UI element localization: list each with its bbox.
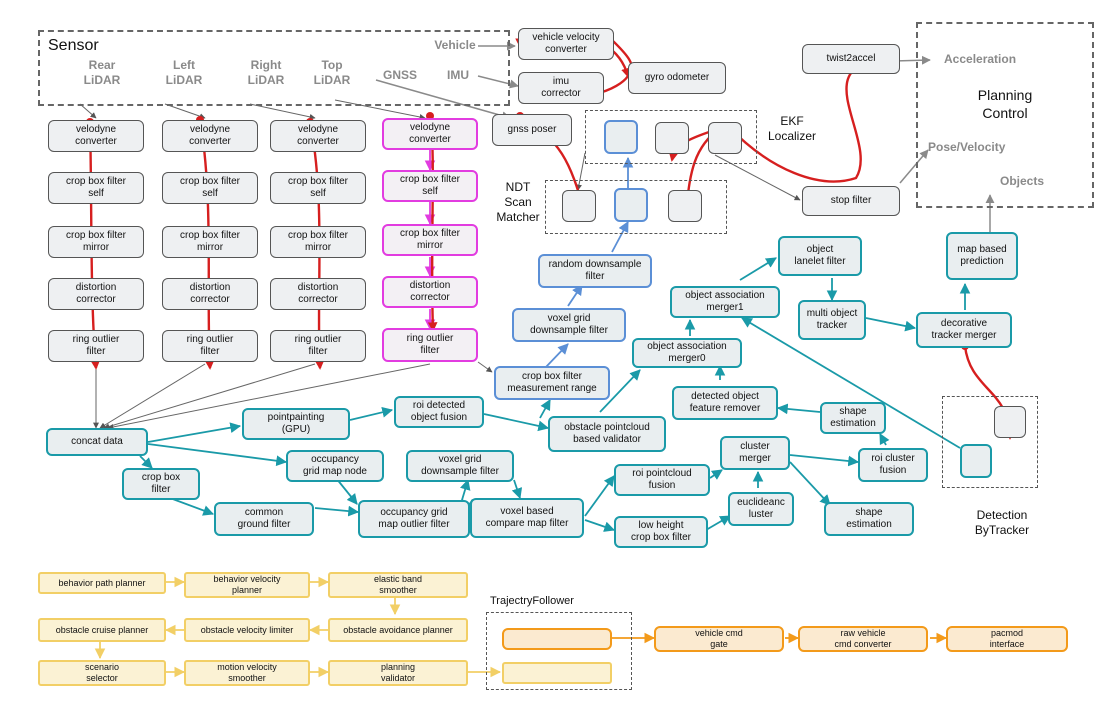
rear-distortion-corrector[interactable]: distortion corrector bbox=[48, 278, 144, 310]
ndt-node-1[interactable] bbox=[562, 190, 596, 222]
detection-group bbox=[942, 396, 1038, 488]
behavior-path-planner[interactable]: behavior path planner bbox=[38, 572, 166, 594]
behavior-velocity-planner[interactable]: behavior velocity planner bbox=[184, 572, 310, 598]
imu-label: IMU bbox=[447, 68, 469, 82]
map-based-prediction[interactable]: map based prediction bbox=[946, 232, 1018, 280]
ekf-node-3[interactable] bbox=[708, 122, 742, 154]
top-crop-box-mirror[interactable]: crop box filter mirror bbox=[382, 224, 478, 256]
ekf-node-2[interactable] bbox=[655, 122, 689, 154]
detection-title: Detection ByTracker bbox=[974, 508, 1030, 537]
rear-lidar-label: Rear LiDAR bbox=[83, 58, 121, 87]
occupancy-grid-map-outlier[interactable]: occupancy grid map outlier filter bbox=[358, 500, 470, 538]
left-crop-box-self[interactable]: crop box filter self bbox=[162, 172, 258, 204]
roi-cluster-fusion[interactable]: roi cluster fusion bbox=[858, 448, 928, 482]
rear-velodyne-converter[interactable]: velodyne converter bbox=[48, 120, 144, 152]
objects-label: Objects bbox=[1000, 174, 1045, 188]
crop-box-measurement-range[interactable]: crop box filter measurement range bbox=[494, 366, 610, 400]
raw-vehicle-cmd-converter[interactable]: raw vehicle cmd converter bbox=[798, 626, 928, 652]
ekf-group bbox=[585, 110, 757, 164]
scenario-selector[interactable]: scenario selector bbox=[38, 660, 166, 686]
crop-box-filter[interactable]: crop box filter bbox=[122, 468, 200, 500]
low-height-crop-box-filter[interactable]: low height crop box filter bbox=[614, 516, 708, 548]
right-crop-box-mirror[interactable]: crop box filter mirror bbox=[270, 226, 366, 258]
imu-corrector[interactable]: imu corrector bbox=[518, 72, 604, 104]
vehicle-cmd-gate[interactable]: vehicle cmd gate bbox=[654, 626, 784, 652]
voxel-compare-map-filter[interactable]: voxel based compare map filter bbox=[470, 498, 584, 538]
object-lanelet-filter[interactable]: object lanelet filter bbox=[778, 236, 862, 276]
right-lidar-label: Right LiDAR bbox=[247, 58, 285, 87]
ekf-node-1[interactable] bbox=[604, 120, 638, 154]
rear-ring-outlier[interactable]: ring outlier filter bbox=[48, 330, 144, 362]
object-association-merger0[interactable]: object association merger0 bbox=[632, 338, 742, 368]
decorative-tracker-merger[interactable]: decorative tracker merger bbox=[916, 312, 1012, 348]
motion-velocity-smoother[interactable]: motion velocity smoother bbox=[184, 660, 310, 686]
detection-by-tracker-node-2[interactable] bbox=[994, 406, 1026, 438]
occupancy-grid-map-node[interactable]: occupancy grid map node bbox=[286, 450, 384, 482]
sensor-group bbox=[38, 30, 510, 106]
vehicle-velocity-converter[interactable]: vehicle velocity converter bbox=[518, 28, 614, 60]
euclidean-cluster[interactable]: euclideanc luster bbox=[728, 492, 794, 526]
voxel-grid-downsample-blue[interactable]: voxel grid downsample filter bbox=[512, 308, 626, 342]
obstacle-avoidance-planner[interactable]: obstacle avoidance planner bbox=[328, 618, 468, 642]
planning-group bbox=[916, 22, 1094, 208]
right-velodyne-converter[interactable]: velodyne converter bbox=[270, 120, 366, 152]
pacmod-interface[interactable]: pacmod interface bbox=[946, 626, 1068, 652]
pointpainting[interactable]: pointpainting (GPU) bbox=[242, 408, 350, 440]
roi-detected-object-fusion[interactable]: roi detected object fusion bbox=[394, 396, 484, 428]
trajectory-follower-node-2[interactable] bbox=[502, 662, 612, 684]
acceleration-label: Acceleration bbox=[944, 52, 1017, 66]
gnss-label: GNSS bbox=[382, 68, 417, 82]
voxel-grid-downsample-teal[interactable]: voxel grid downsample filter bbox=[406, 450, 514, 482]
ekf-title: EKF Localizer bbox=[767, 114, 817, 143]
pose-velocity-label: Pose/Velocity bbox=[928, 140, 1006, 154]
common-ground-filter[interactable]: common ground filter bbox=[214, 502, 314, 536]
left-ring-outlier[interactable]: ring outlier filter bbox=[162, 330, 258, 362]
shape-estimation-upper[interactable]: shape estimation bbox=[820, 402, 886, 434]
rear-crop-box-self[interactable]: crop box filter self bbox=[48, 172, 144, 204]
ndt-node-3[interactable] bbox=[668, 190, 702, 222]
top-velodyne-converter[interactable]: velodyne converter bbox=[382, 118, 478, 150]
ndt-title: NDT Scan Matcher bbox=[496, 180, 540, 224]
ndt-node-2[interactable] bbox=[614, 188, 648, 222]
vehicle-label: Vehicle bbox=[434, 38, 476, 52]
roi-pointcloud-fusion[interactable]: roi pointcloud fusion bbox=[614, 464, 710, 496]
obstacle-cruise-planner[interactable]: obstacle cruise planner bbox=[38, 618, 166, 642]
random-downsample-filter[interactable]: random downsample filter bbox=[538, 254, 652, 288]
shape-estimation-lower[interactable]: shape estimation bbox=[824, 502, 914, 536]
right-ring-outlier[interactable]: ring outlier filter bbox=[270, 330, 366, 362]
rear-crop-box-mirror[interactable]: crop box filter mirror bbox=[48, 226, 144, 258]
top-crop-box-self[interactable]: crop box filter self bbox=[382, 170, 478, 202]
detected-object-feature-remover[interactable]: detected object feature remover bbox=[672, 386, 778, 420]
gyro-odometer[interactable]: gyro odometer bbox=[628, 62, 726, 94]
planning-title: Planning Control bbox=[977, 87, 1033, 121]
obstacle-pointcloud-validator[interactable]: obstacle pointcloud based validator bbox=[548, 416, 666, 452]
elastic-band-smoother[interactable]: elastic band smoother bbox=[328, 572, 468, 598]
multi-object-tracker[interactable]: multi object tracker bbox=[798, 300, 866, 340]
left-distortion-corrector[interactable]: distortion corrector bbox=[162, 278, 258, 310]
obstacle-velocity-limiter[interactable]: obstacle velocity limiter bbox=[184, 618, 310, 642]
stop-filter[interactable]: stop filter bbox=[802, 186, 900, 216]
left-velodyne-converter[interactable]: velodyne converter bbox=[162, 120, 258, 152]
right-crop-box-self[interactable]: crop box filter self bbox=[270, 172, 366, 204]
left-crop-box-mirror[interactable]: crop box filter mirror bbox=[162, 226, 258, 258]
trajectory-title: TrajectryFollower bbox=[490, 595, 574, 607]
concat-data[interactable]: concat data bbox=[46, 428, 148, 456]
ndt-group bbox=[545, 180, 727, 234]
top-lidar-label: Top LiDAR bbox=[313, 58, 351, 87]
left-lidar-label: Left LiDAR bbox=[165, 58, 203, 87]
top-distortion-corrector[interactable]: distortion corrector bbox=[382, 276, 478, 308]
detection-by-tracker-node[interactable] bbox=[960, 444, 992, 478]
sensor-title: Sensor bbox=[48, 37, 99, 54]
gnss-poser[interactable]: gnss poser bbox=[492, 114, 572, 146]
twist2accel[interactable]: twist2accel bbox=[802, 44, 900, 74]
right-distortion-corrector[interactable]: distortion corrector bbox=[270, 278, 366, 310]
trajectory-group bbox=[486, 612, 632, 690]
object-association-merger1[interactable]: object association merger1 bbox=[670, 286, 780, 318]
cluster-merger[interactable]: cluster merger bbox=[720, 436, 790, 470]
planning-validator[interactable]: planning validator bbox=[328, 660, 468, 686]
trajectory-follower-node-1[interactable] bbox=[502, 628, 612, 650]
top-ring-outlier[interactable]: ring outlier filter bbox=[382, 328, 478, 362]
